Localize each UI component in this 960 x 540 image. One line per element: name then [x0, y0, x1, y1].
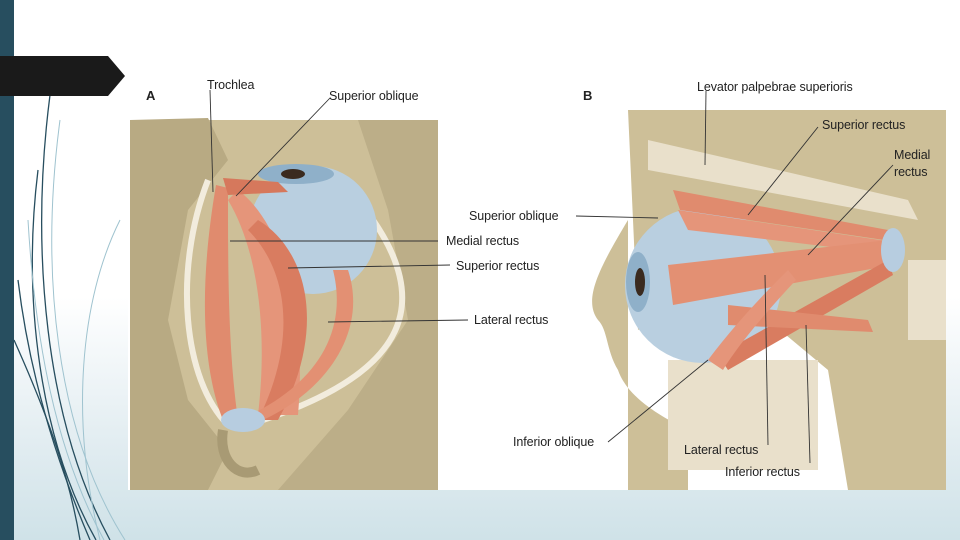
- anatomy-illustration: [130, 89, 946, 490]
- label-a-lateral-rectus: Lateral rectus: [474, 313, 549, 327]
- decorative-swirl-lines: [13, 94, 126, 540]
- panel-a-letter: A: [146, 88, 156, 103]
- label-trochlea: Trochlea: [207, 78, 255, 92]
- label-b-inferior-oblique: Inferior oblique: [513, 435, 595, 449]
- panel-b-letter: B: [583, 88, 593, 103]
- label-b-medial-rectus-line2: rectus: [894, 165, 928, 179]
- label-b-inferior-rectus: Inferior rectus: [725, 465, 800, 479]
- panel-a-illustration: [130, 118, 438, 490]
- slide-side-bar: [0, 0, 14, 540]
- leader-lines: [209, 89, 894, 464]
- label-a-superior-rectus: Superior rectus: [456, 259, 540, 273]
- title-arrow-tab: [0, 56, 125, 96]
- label-a-superior-oblique: Superior oblique: [329, 89, 419, 103]
- label-b-levator: Levator palpebrae superioris: [697, 80, 853, 94]
- label-b-superior-rectus: Superior rectus: [822, 118, 906, 132]
- label-b-superior-oblique: Superior oblique: [469, 209, 559, 223]
- label-a-medial-rectus: Medial rectus: [446, 234, 520, 248]
- panel-b-illustration: [592, 110, 946, 490]
- extraocular-muscles-figure: A B Trochlea Superior oblique Medial rec…: [128, 70, 946, 490]
- label-b-medial-rectus-line1: Medial: [894, 148, 931, 162]
- label-b-lateral-rectus: Lateral rectus: [684, 443, 759, 457]
